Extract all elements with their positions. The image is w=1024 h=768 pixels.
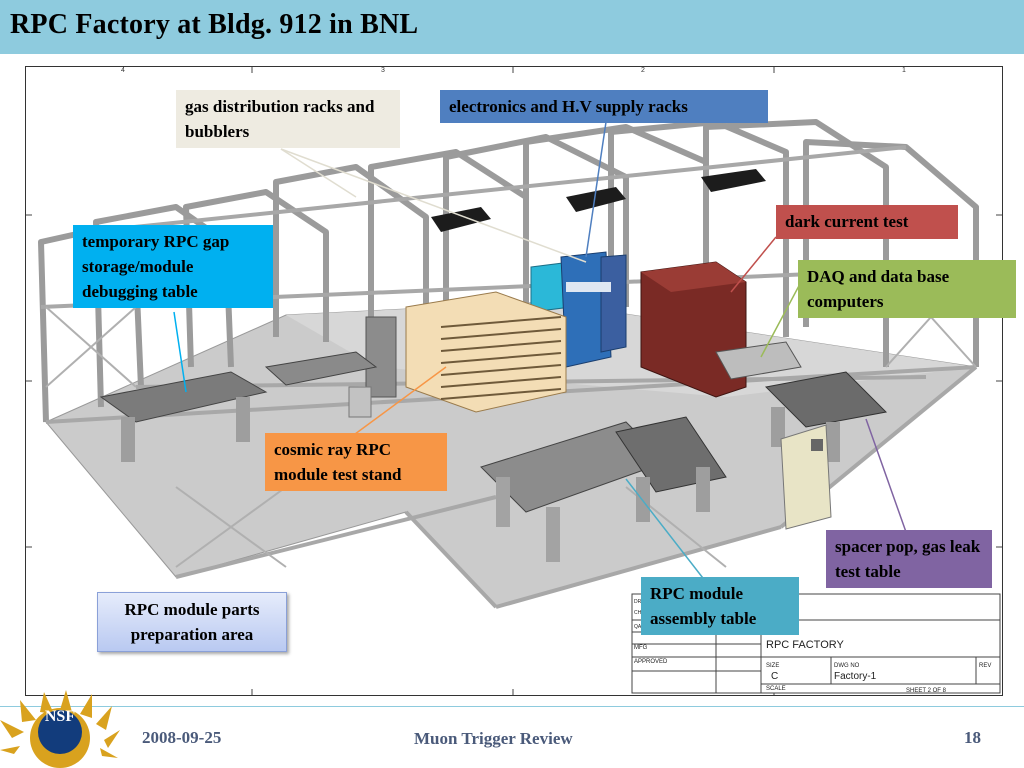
label-parts-preparation: RPC module parts preparation area [97,592,287,652]
nsf-logo-text: NSF [45,708,75,725]
label-temporary-rpc: temporary RPC gap storage/module debuggi… [73,225,273,308]
electronics-racks [530,251,627,368]
tb-size: C [771,671,778,682]
col-marker-4-top: 4 [121,67,125,74]
label-spacer-pop: spacer pop, gas leak test table [826,530,992,588]
label-gas-distribution: gas distribution racks and bubblers [176,90,400,148]
label-assembly-table: RPC module assembly table [641,577,799,635]
footer-center-title: Muon Trigger Review [414,729,573,748]
col-marker-1-top: 1 [902,67,906,74]
tb-scale-label: SCALE [766,686,786,692]
tb-row-b: CH [634,610,642,616]
nsf-logo: NSF [0,690,120,768]
tb-mfg: MFG [634,645,648,651]
pointer-lines [173,121,907,583]
col-marker-2-top: 2 [641,67,645,74]
ceiling-lights [431,169,766,232]
col-marker-3-top: 3 [381,67,385,74]
tb-row-a: DR [634,599,642,605]
title-bar: RPC Factory at Bldg. 912 in BNL [0,0,1024,54]
tb-name: RPC FACTORY [766,639,844,651]
tables [99,341,888,562]
tb-rev-label: REV [979,663,991,669]
border-ticks [26,67,1002,695]
slide-title: RPC Factory at Bldg. 912 in BNL [10,9,419,40]
footer-page-number: 18 [964,728,981,747]
tb-size-label: SIZE [766,663,779,669]
label-cosmic-ray-stand: cosmic ray RPC module test stand [265,433,447,491]
label-daq-computers: DAQ and data base computers [798,260,1016,318]
gas-rack [348,316,397,418]
tb-sheet: SHEET 2 OF 8 [906,688,947,694]
label-dark-current-test: dark current test [776,205,958,239]
tb-dwgno-label: DWG NO [834,663,860,669]
tb-approved: APPROVED [634,659,668,665]
footer-date: 2008-09-25 [142,728,222,747]
footer-divider [0,706,1024,707]
label-electronics-racks: electronics and H.V supply racks [440,90,768,123]
cosmic-stand [405,291,567,413]
tb-dwgno: Factory-1 [834,671,877,682]
dark-current-rack [640,261,747,398]
tb-row-c: QA [634,624,642,630]
